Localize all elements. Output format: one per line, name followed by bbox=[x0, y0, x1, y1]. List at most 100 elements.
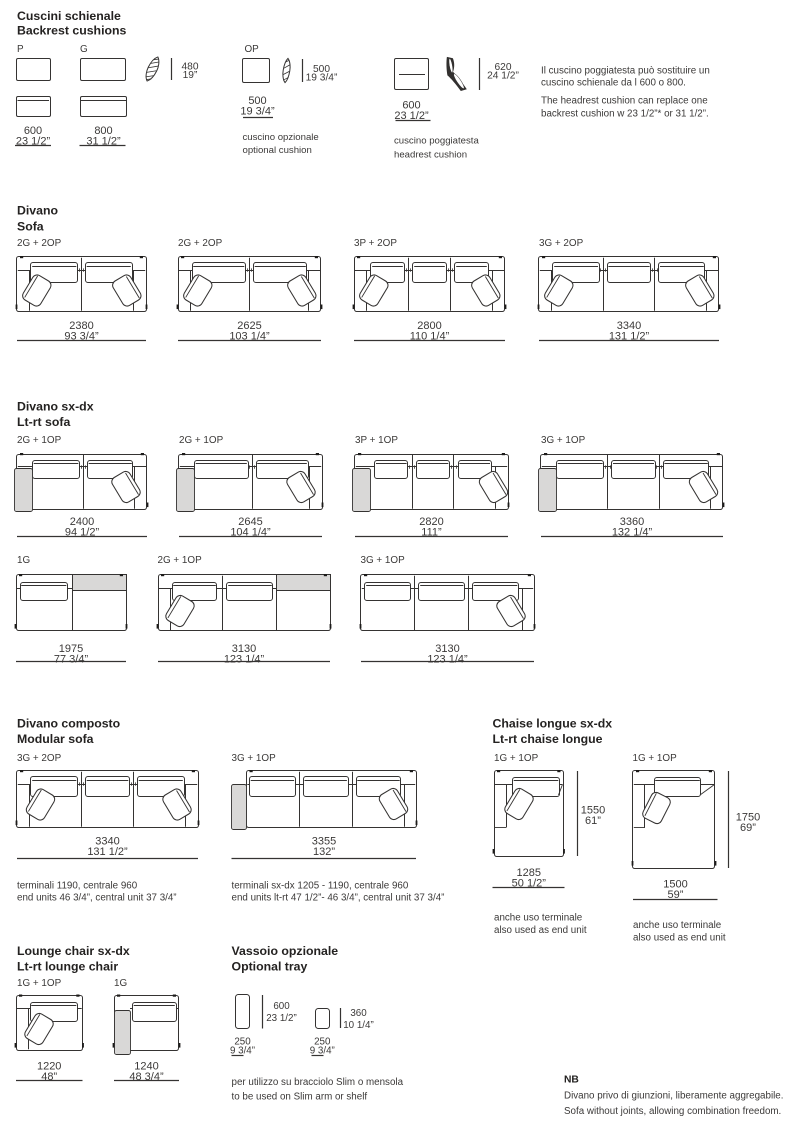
svg-text:19”: 19” bbox=[183, 70, 198, 81]
svg-text:19 3/4”: 19 3/4” bbox=[306, 72, 338, 83]
svg-text:Chaise longue sx-dx: Chaise longue sx-dx bbox=[493, 717, 613, 731]
svg-text:Divano privo di giunzioni, lib: Divano privo di giunzioni, liberamente a… bbox=[564, 1091, 783, 1102]
svg-text:24 1/2”: 24 1/2” bbox=[487, 71, 519, 82]
svg-text:NB: NB bbox=[564, 1075, 579, 1086]
svg-text:Modular sofa: Modular sofa bbox=[17, 732, 94, 746]
svg-text:2645: 2645 bbox=[238, 516, 262, 528]
svg-text:Backrest cushions: Backrest cushions bbox=[17, 23, 127, 37]
svg-text:Lt-rt chaise longue: Lt-rt chaise longue bbox=[493, 732, 603, 746]
svg-text:2400: 2400 bbox=[70, 516, 94, 528]
svg-text:3340: 3340 bbox=[95, 836, 119, 848]
svg-text:93 3/4”: 93 3/4” bbox=[64, 330, 99, 342]
svg-text:1750: 1750 bbox=[736, 811, 760, 823]
svg-text:1G: 1G bbox=[17, 555, 30, 566]
svg-text:The headrest cushion can repla: The headrest cushion can replace one bbox=[541, 96, 708, 107]
svg-text:600: 600 bbox=[273, 1001, 290, 1012]
svg-text:2G + 2OP: 2G + 2OP bbox=[178, 238, 223, 249]
svg-text:cuscino opzionale: cuscino opzionale bbox=[243, 132, 319, 143]
svg-text:50 1/2”: 50 1/2” bbox=[512, 877, 547, 889]
svg-text:3130: 3130 bbox=[435, 643, 459, 655]
svg-text:1G + 1OP: 1G + 1OP bbox=[17, 978, 62, 989]
svg-text:OP: OP bbox=[245, 44, 260, 55]
svg-text:23 1/2”: 23 1/2” bbox=[16, 135, 51, 147]
svg-text:9 3/4”: 9 3/4” bbox=[230, 1045, 255, 1056]
svg-text:19 3/4”: 19 3/4” bbox=[240, 105, 275, 117]
svg-text:Sofa: Sofa bbox=[17, 219, 44, 233]
svg-text:optional cushion: optional cushion bbox=[243, 145, 312, 156]
svg-text:Optional tray: Optional tray bbox=[232, 960, 308, 974]
svg-text:250: 250 bbox=[314, 1037, 331, 1048]
svg-text:94 1/2”: 94 1/2” bbox=[65, 526, 100, 538]
svg-text:3P + 2OP: 3P + 2OP bbox=[354, 238, 397, 249]
svg-text:cuscino poggiatesta: cuscino poggiatesta bbox=[394, 136, 479, 147]
svg-text:48”: 48” bbox=[41, 1071, 57, 1083]
svg-text:2G + 1OP: 2G + 1OP bbox=[17, 435, 62, 446]
svg-text:2820: 2820 bbox=[419, 516, 443, 528]
svg-text:Lounge chair sx-dx: Lounge chair sx-dx bbox=[17, 944, 130, 958]
svg-text:3355: 3355 bbox=[312, 836, 336, 848]
svg-text:3G + 1OP: 3G + 1OP bbox=[541, 435, 586, 446]
svg-text:Lt-rt sofa: Lt-rt sofa bbox=[17, 415, 70, 429]
svg-text:250: 250 bbox=[234, 1037, 251, 1048]
svg-text:9 3/4”: 9 3/4” bbox=[310, 1045, 335, 1056]
svg-text:3G + 1OP: 3G + 1OP bbox=[232, 753, 277, 764]
svg-text:500: 500 bbox=[313, 64, 330, 75]
svg-text:131 1/2”: 131 1/2” bbox=[87, 846, 128, 858]
svg-text:48 3/4”: 48 3/4” bbox=[129, 1071, 164, 1083]
svg-text:1G + 1OP: 1G + 1OP bbox=[633, 753, 678, 764]
svg-text:61”: 61” bbox=[585, 815, 601, 827]
svg-text:600: 600 bbox=[402, 100, 420, 112]
svg-text:123 1/4”: 123 1/4” bbox=[427, 653, 468, 665]
svg-text:620: 620 bbox=[495, 62, 512, 73]
svg-text:132”: 132” bbox=[313, 846, 335, 858]
svg-text:2G + 1OP: 2G + 1OP bbox=[179, 435, 224, 446]
svg-text:31 1/2”: 31 1/2” bbox=[86, 135, 121, 147]
svg-text:600: 600 bbox=[24, 125, 42, 137]
svg-text:1500: 1500 bbox=[663, 878, 687, 890]
svg-text:3G + 1OP: 3G + 1OP bbox=[361, 555, 406, 566]
svg-text:3G + 2OP: 3G + 2OP bbox=[17, 753, 62, 764]
svg-text:132 1/4”: 132 1/4” bbox=[612, 526, 653, 538]
svg-text:1285: 1285 bbox=[517, 867, 541, 879]
svg-text:Sofa without joints, allowing: Sofa without joints, allowing combinatio… bbox=[564, 1106, 781, 1117]
svg-text:3P + 1OP: 3P + 1OP bbox=[355, 435, 398, 446]
svg-text:also used as end unit: also used as end unit bbox=[494, 925, 587, 936]
svg-text:77 3/4”: 77 3/4” bbox=[54, 653, 89, 665]
svg-text:360: 360 bbox=[350, 1008, 367, 1019]
svg-text:per utilizzo su bracciolo Slim: per utilizzo su bracciolo Slim o mensola bbox=[232, 1077, 404, 1088]
svg-text:Divano composto: Divano composto bbox=[17, 717, 121, 731]
svg-text:Divano sx-dx: Divano sx-dx bbox=[17, 400, 94, 414]
svg-text:end units 46 3/4”, central uni: end units 46 3/4”, central unit 37 3/4” bbox=[17, 893, 177, 904]
svg-text:1550: 1550 bbox=[581, 804, 605, 816]
svg-text:Divano: Divano bbox=[17, 204, 58, 218]
svg-text:3340: 3340 bbox=[617, 320, 641, 332]
svg-text:131 1/2”: 131 1/2” bbox=[609, 330, 650, 342]
svg-text:anche uso terminale: anche uso terminale bbox=[633, 920, 722, 931]
svg-text:23 1/2”: 23 1/2” bbox=[266, 1013, 297, 1024]
svg-text:500: 500 bbox=[248, 95, 266, 107]
svg-text:104 1/4”: 104 1/4” bbox=[230, 526, 271, 538]
svg-text:1G: 1G bbox=[114, 978, 127, 989]
svg-text:800: 800 bbox=[94, 125, 112, 137]
svg-text:3G + 2OP: 3G + 2OP bbox=[539, 238, 584, 249]
svg-text:69”: 69” bbox=[740, 822, 756, 834]
svg-text:1975: 1975 bbox=[59, 643, 83, 655]
svg-text:Vassoio opzionale: Vassoio opzionale bbox=[232, 944, 339, 958]
svg-text:2625: 2625 bbox=[237, 320, 261, 332]
svg-text:1240: 1240 bbox=[134, 1061, 158, 1073]
svg-text:Cuscini schienale: Cuscini schienale bbox=[17, 9, 121, 23]
svg-text:P: P bbox=[17, 44, 24, 55]
svg-text:103 1/4”: 103 1/4” bbox=[229, 330, 270, 342]
svg-text:Lt-rt lounge chair: Lt-rt lounge chair bbox=[17, 960, 118, 974]
svg-text:111”: 111” bbox=[421, 526, 442, 538]
svg-text:also used as end unit: also used as end unit bbox=[633, 933, 726, 944]
svg-text:1220: 1220 bbox=[37, 1061, 61, 1073]
svg-text:3130: 3130 bbox=[232, 643, 256, 655]
svg-text:terminali sx-dx 1205 - 1190, c: terminali sx-dx 1205 - 1190, centrale 96… bbox=[232, 881, 409, 892]
svg-text:anche uso terminale: anche uso terminale bbox=[494, 913, 583, 924]
svg-text:headrest cushion: headrest cushion bbox=[394, 149, 467, 160]
svg-text:to be used on Slim arm or shel: to be used on Slim arm or shelf bbox=[232, 1092, 368, 1103]
svg-text:110 1/4”: 110 1/4” bbox=[410, 330, 450, 342]
svg-text:end units lt-rt 47 1/2”- 46 3/: end units lt-rt 47 1/2”- 46 3/4”, centra… bbox=[232, 893, 445, 904]
svg-text:2800: 2800 bbox=[417, 320, 441, 332]
